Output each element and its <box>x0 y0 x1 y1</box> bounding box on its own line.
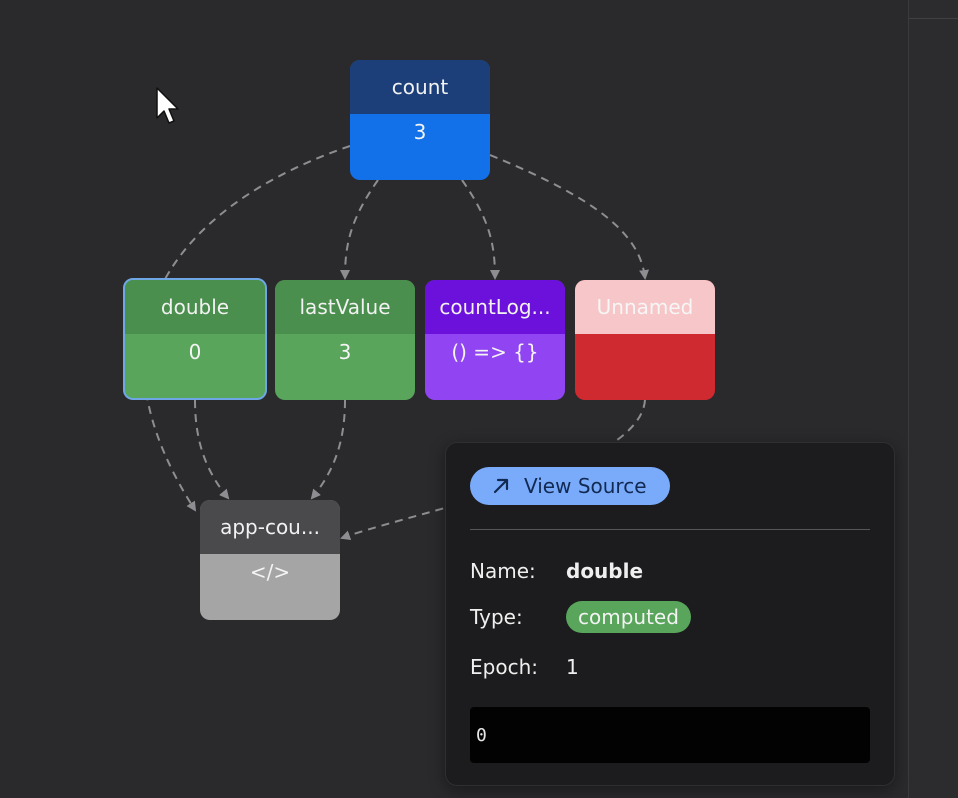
node-app-counter-name: app-cou... <box>200 500 340 554</box>
edge-count-double <box>142 145 351 512</box>
mouse-pointer-icon <box>156 87 179 124</box>
node-count-log-value: () => {} <box>451 340 539 364</box>
name-value: double <box>566 559 644 583</box>
node-unnamed-name: Unnamed <box>575 280 715 334</box>
node-last-value-value: 3 <box>338 340 352 364</box>
panel-divider <box>470 529 870 530</box>
graph-canvas[interactable]: count 3 double 0 lastValue 3 countLog...… <box>0 0 908 798</box>
epoch-label: Epoch: <box>470 655 538 679</box>
node-count[interactable]: count 3 <box>350 60 490 180</box>
type-badge: computed <box>566 601 691 633</box>
node-last-value-name: lastValue <box>275 280 415 334</box>
edge-count-lastvalue <box>340 179 379 280</box>
node-double-value: 0 <box>188 340 202 364</box>
node-double[interactable]: double 0 <box>123 278 267 400</box>
name-label: Name: <box>470 559 536 583</box>
node-count-log[interactable]: countLog... () => {} <box>425 280 565 400</box>
arrow-up-right-icon <box>493 478 509 494</box>
detail-row-type: Type: computed <box>470 601 691 633</box>
detail-row-epoch: Epoch: 1 <box>470 655 579 679</box>
detail-row-name: Name: double <box>470 559 643 583</box>
node-last-value[interactable]: lastValue 3 <box>275 280 415 400</box>
current-value-box[interactable]: 0 <box>470 707 870 763</box>
epoch-value: 1 <box>566 655 579 679</box>
node-count-value: 3 <box>413 120 427 144</box>
type-label: Type: <box>470 605 523 629</box>
node-double-name: double <box>125 280 265 334</box>
edge-count-countlog <box>461 179 500 280</box>
node-count-name: count <box>350 60 490 114</box>
right-panel-divider <box>909 18 958 19</box>
node-app-counter[interactable]: app-cou... </> <box>200 500 340 620</box>
node-unnamed-value <box>575 334 715 400</box>
view-source-label: View Source <box>524 474 647 498</box>
view-source-button[interactable]: View Source <box>470 467 670 505</box>
edge-double-app <box>194 399 230 500</box>
edge-lastvalue-app <box>310 399 346 500</box>
edge-count-unnamed <box>489 154 650 280</box>
node-app-counter-value: </> <box>249 560 291 584</box>
right-side-panel <box>908 0 958 798</box>
node-count-log-name: countLog... <box>425 280 565 334</box>
signal-details-panel: View Source Name: double Type: computed … <box>445 442 895 786</box>
node-unnamed[interactable]: Unnamed <box>575 280 715 400</box>
